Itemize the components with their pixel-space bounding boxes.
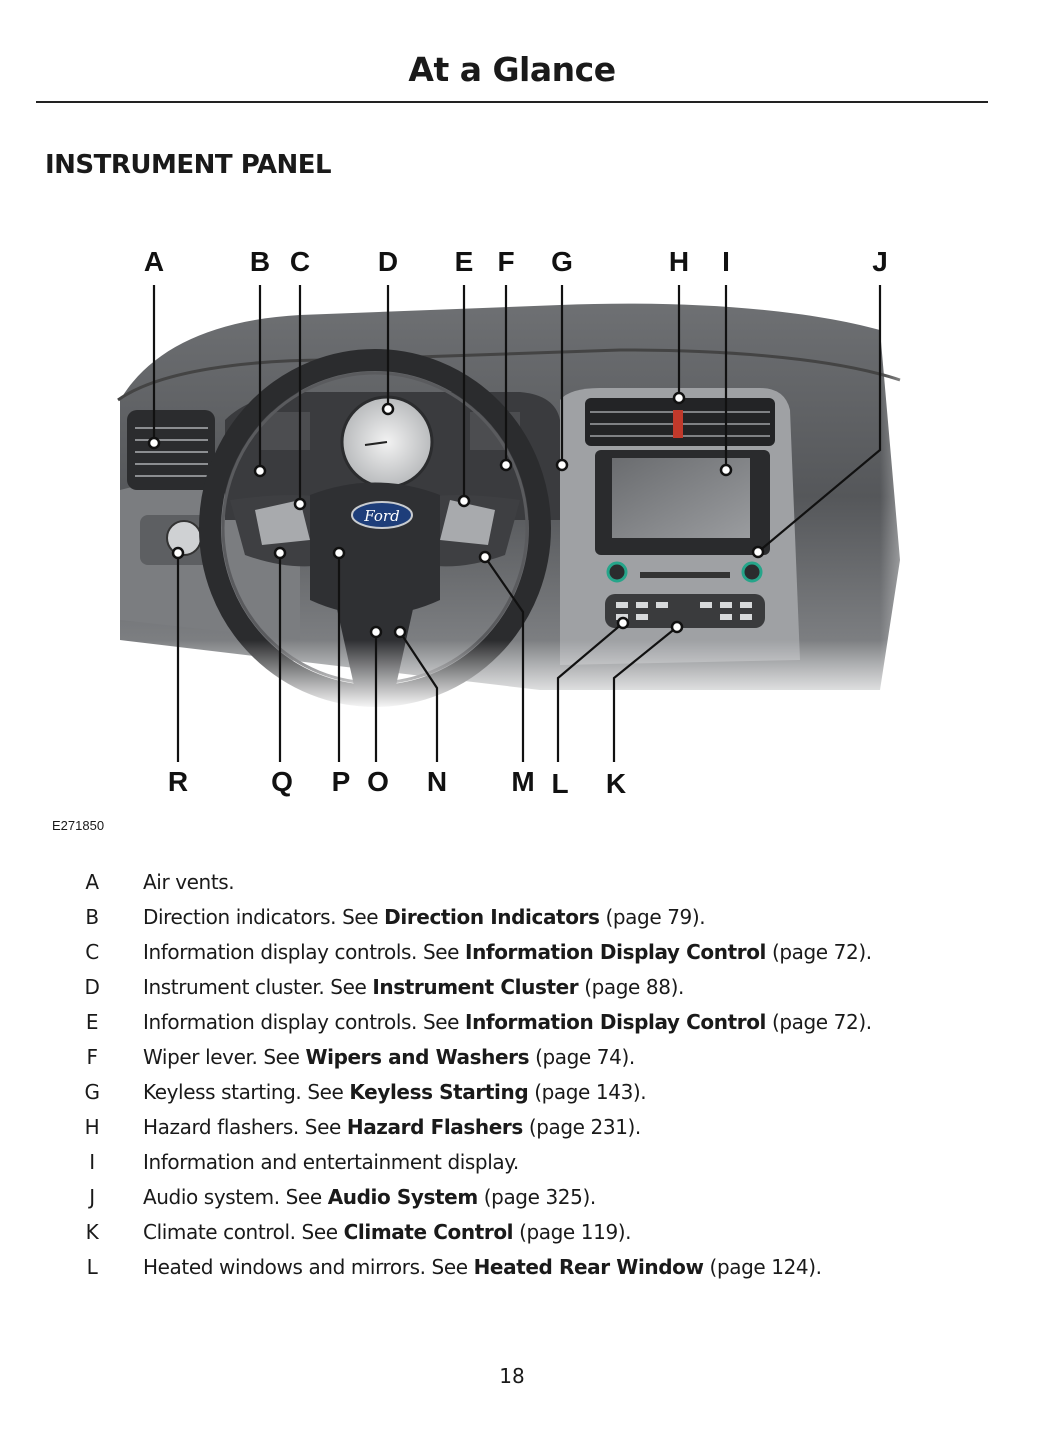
- callout-o: O: [367, 766, 389, 797]
- cross-reference-link[interactable]: Information Display Control: [465, 940, 766, 964]
- figure-id: E271850: [52, 818, 105, 833]
- instrument-panel-illustration: Ford A B C D E F G: [100, 246, 940, 799]
- callout-h: H: [669, 246, 689, 277]
- callout-l: L: [551, 768, 568, 799]
- header-divider: [36, 101, 988, 103]
- callout-f: F: [497, 246, 514, 277]
- center-stack: [560, 388, 800, 665]
- cross-reference-link[interactable]: Keyless Starting: [349, 1080, 529, 1104]
- legend-item: C Information display controls. See Info…: [85, 940, 872, 964]
- callout-j: J: [872, 246, 888, 277]
- callout-k: K: [606, 768, 626, 799]
- legend-item: K Climate control. See Climate Control (…: [85, 1220, 632, 1244]
- left-air-vent: [127, 410, 215, 490]
- lighting-control: [140, 515, 210, 565]
- callout-i: I: [722, 246, 730, 277]
- legend-item: H Hazard flashers. See Hazard Flashers (…: [84, 1115, 642, 1139]
- callout-dots: [147, 391, 765, 639]
- cross-reference-link[interactable]: Heated Rear Window: [473, 1255, 704, 1279]
- callout-a: A: [144, 246, 164, 277]
- callout-labels-top: A B C D E F G H I J: [144, 246, 888, 277]
- page-number: 18: [499, 1364, 525, 1388]
- legend-item: I Information and entertainment display.: [89, 1150, 519, 1174]
- callout-c: C: [290, 246, 310, 277]
- legend-item: E Information display controls. See Info…: [85, 1010, 872, 1034]
- legend-item: J Audio system. See Audio System (page 3…: [89, 1185, 596, 1209]
- callout-e: E: [455, 246, 474, 277]
- cross-reference-link[interactable]: Audio System: [327, 1185, 479, 1209]
- callout-d: D: [378, 246, 398, 277]
- ford-logo: Ford: [363, 507, 399, 525]
- legend-item: B Direction indicators. See Direction In…: [85, 905, 706, 929]
- cross-reference-link[interactable]: Information Display Control: [465, 1010, 766, 1034]
- section-title: INSTRUMENT PANEL: [45, 150, 332, 180]
- callout-m: M: [511, 766, 534, 797]
- callout-leaders: [152, 285, 882, 762]
- legend-item: G Keyless starting. See Keyless Starting…: [84, 1080, 647, 1104]
- legend-item: A Air vents.: [85, 870, 235, 894]
- callout-n: N: [427, 766, 447, 797]
- legend-item: L Heated windows and mirrors. See Heated…: [86, 1255, 822, 1279]
- legend-item: D Instrument cluster. See Instrument Clu…: [84, 975, 684, 999]
- callout-p: P: [332, 766, 351, 797]
- callout-b: B: [250, 246, 270, 277]
- legend-item: F Wiper lever. See Wipers and Washers (p…: [86, 1045, 635, 1069]
- cross-reference-link[interactable]: Climate Control: [343, 1220, 514, 1244]
- callout-q: Q: [271, 766, 293, 797]
- cross-reference-link[interactable]: Hazard Flashers: [346, 1115, 523, 1139]
- callout-g: G: [551, 246, 573, 277]
- callout-r: R: [168, 766, 188, 797]
- cross-reference-link[interactable]: Wipers and Washers: [305, 1045, 530, 1069]
- callout-labels-bottom: R Q P O N M L K: [168, 766, 626, 799]
- page-header-title: At a Glance: [408, 50, 616, 89]
- cross-reference-link[interactable]: Instrument Cluster: [372, 975, 579, 999]
- cross-reference-link[interactable]: Direction Indicators: [384, 905, 600, 929]
